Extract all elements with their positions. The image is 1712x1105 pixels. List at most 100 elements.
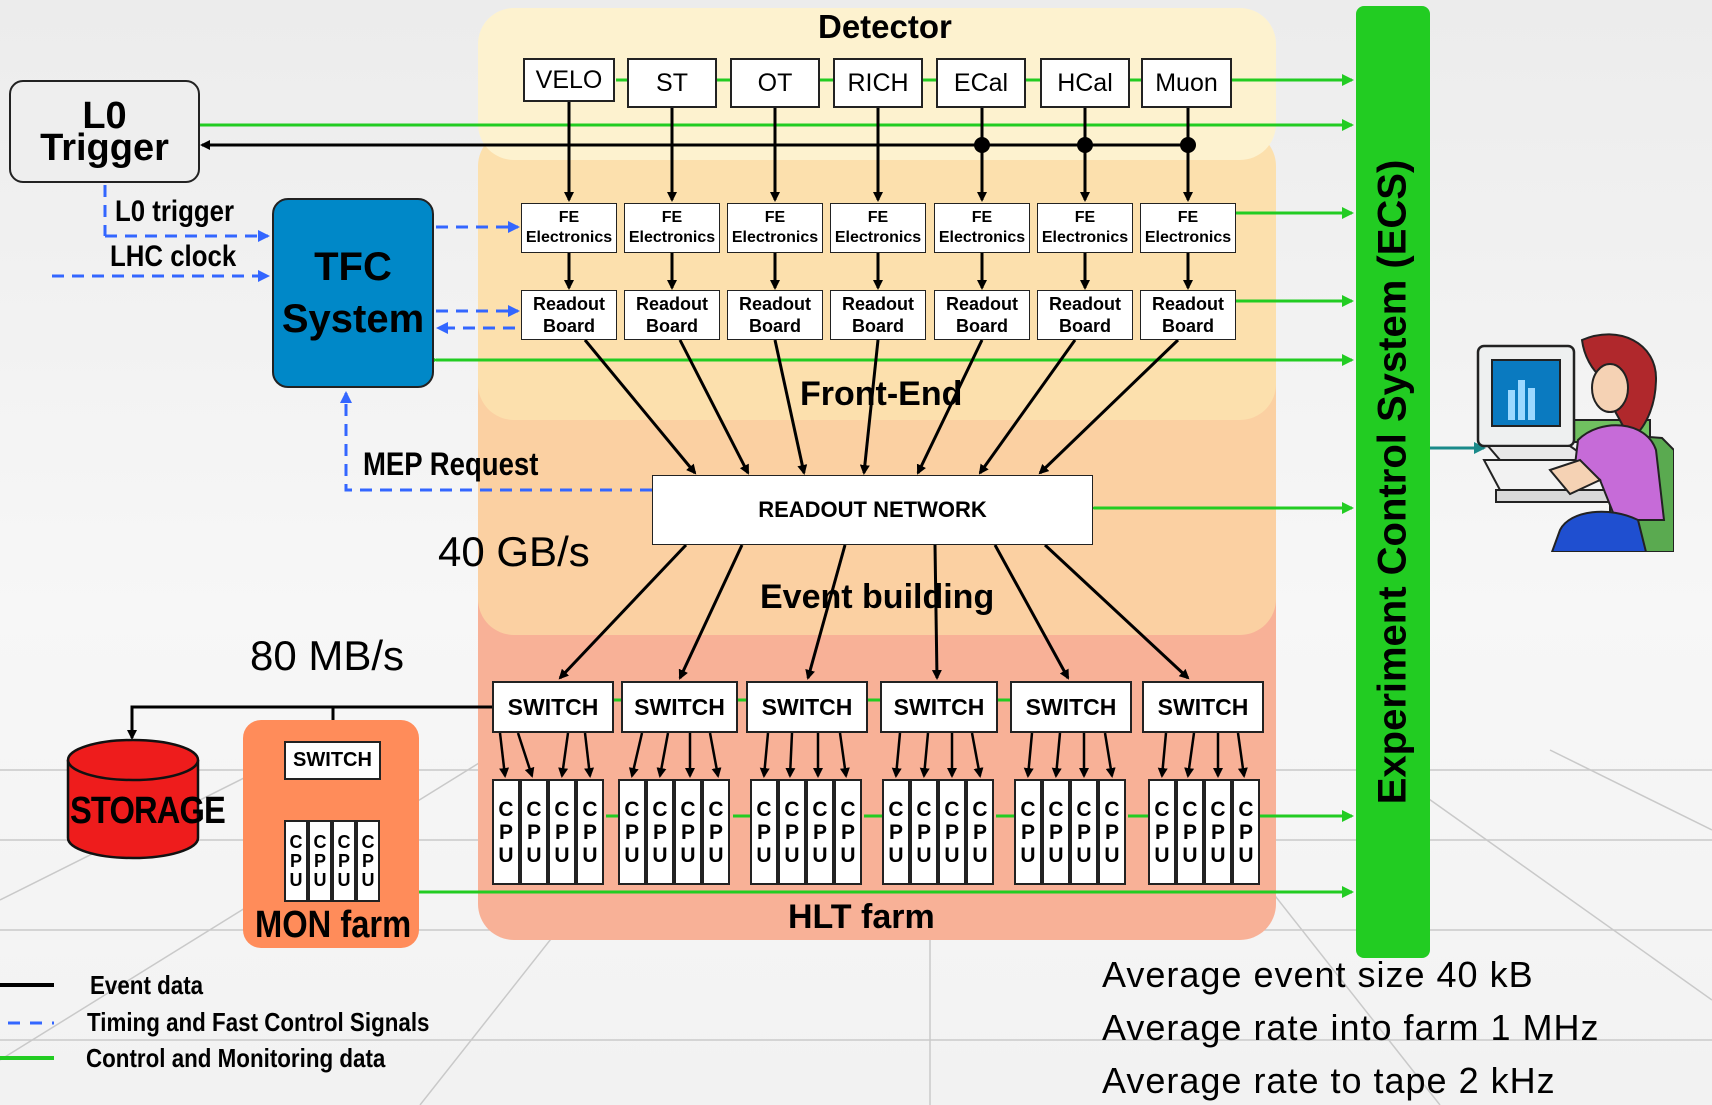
subdetector-st[interactable]: ST (627, 58, 717, 108)
readout-label: Readout (842, 294, 914, 314)
cpu-letter: P (361, 850, 374, 871)
electronics-label: Electronics (731, 229, 819, 246)
mon-switch[interactable]: SWITCH (284, 741, 381, 780)
cpu-letter: C (337, 831, 351, 852)
hlt-switch[interactable]: SWITCH (746, 681, 868, 733)
hlt-switch[interactable]: SWITCH (880, 681, 998, 733)
hlt-switch[interactable]: SWITCH (1142, 681, 1264, 733)
front-end-title: Front-End (800, 375, 963, 413)
cpu-letter: U (313, 869, 327, 890)
legend-control-data: Control and Monitoring data (86, 1043, 386, 1073)
cpu-letter: C (313, 831, 327, 852)
subdetector-hcal[interactable]: HCal (1040, 58, 1130, 108)
cpu-letter: C (582, 797, 598, 821)
cpu-letter: U (337, 869, 351, 890)
cpu-letter: U (526, 843, 542, 867)
hlt-switch[interactable]: SWITCH (1010, 681, 1132, 733)
cpu-letter: P (812, 820, 827, 844)
stat-event-size: Average event size 40 kB (1102, 954, 1534, 995)
fe-electronics-box[interactable]: FE Electronics (624, 203, 720, 253)
cpu-letter: U (361, 869, 375, 890)
cpu-letter: P (1048, 820, 1063, 844)
cpu-letter: P (708, 820, 723, 844)
subdetector-ecal[interactable]: ECal (936, 58, 1026, 108)
readout-network-box[interactable]: READOUT NETWORK (652, 475, 1093, 545)
electronics-label: Electronics (628, 229, 716, 246)
detector-title: Detector (818, 8, 952, 45)
ecs-label: Experiment Control System (ECS) (1370, 159, 1415, 805)
cpu-letter: C (916, 797, 932, 821)
subdetector-muon[interactable]: Muon (1141, 58, 1232, 108)
subdetector-ot[interactable]: OT (730, 58, 820, 108)
cpu-letter: C (680, 797, 696, 821)
cpu-letter: U (1238, 843, 1254, 867)
cpu-letter: U (756, 843, 772, 867)
fe-label: FE (661, 209, 683, 226)
readout-label: Readout (636, 294, 708, 314)
l0-trigger-line2: Trigger (40, 126, 169, 169)
board-label: Board (542, 316, 595, 336)
cpu-letter: C (1238, 797, 1254, 821)
cpu-letter: C (624, 797, 640, 821)
ecs-bar[interactable] (1356, 6, 1430, 958)
cpu-letter: P (944, 820, 959, 844)
l0-trigger-box[interactable]: L0 Trigger (9, 80, 200, 183)
hlt-switch[interactable]: SWITCH (621, 681, 738, 733)
stat-rate-to-tape: Average rate to tape 2 kHz (1102, 1060, 1556, 1101)
cpu-letter: U (916, 843, 932, 867)
fe-label: FE (558, 209, 580, 226)
board-label: Board (1058, 316, 1111, 336)
subdetector-rich[interactable]: RICH (833, 58, 923, 108)
cpu-letter: P (289, 850, 302, 871)
cpu-letter: C (784, 797, 800, 821)
tfc-system-box[interactable]: TFC System (272, 198, 434, 388)
cpu-letter: C (1210, 797, 1226, 821)
cpu-letter: C (1182, 797, 1198, 821)
hlt-switch[interactable]: SWITCH (492, 681, 614, 733)
cpu-letter: U (652, 843, 668, 867)
subdetector-velo[interactable]: VELO (523, 58, 615, 102)
